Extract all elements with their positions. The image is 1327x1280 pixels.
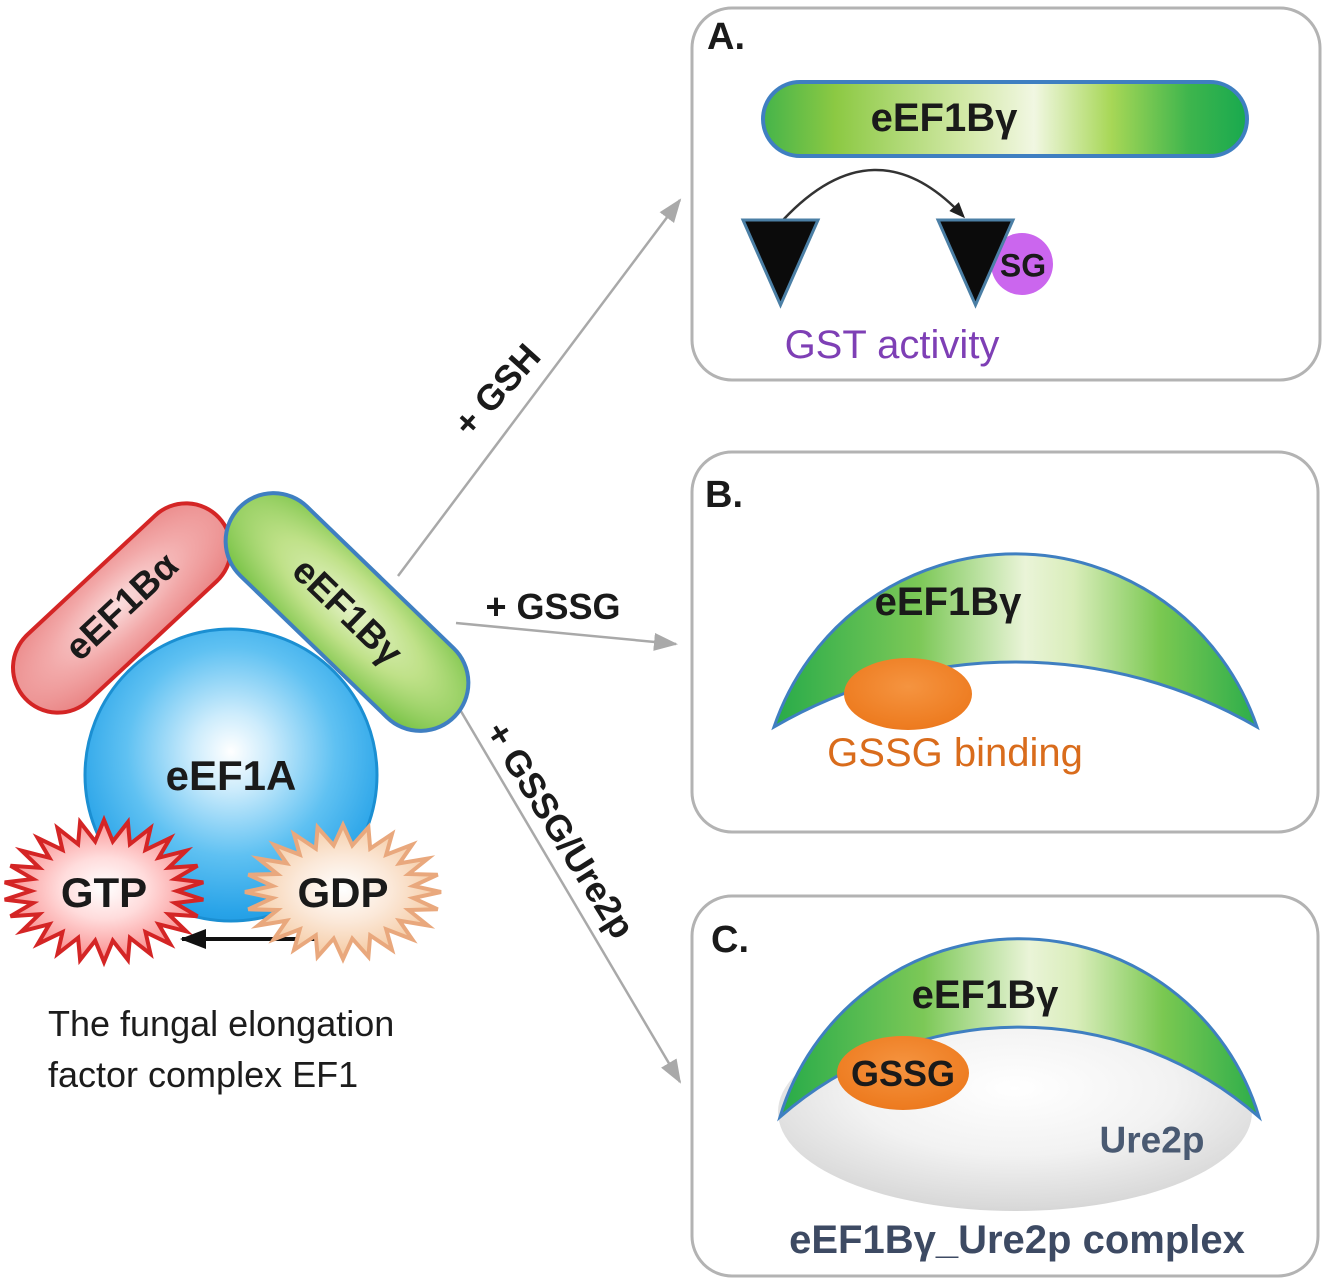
- eef1bg-pill-panel-a: [761, 80, 1249, 158]
- panel-c-crescent-label: eEF1Bγ: [911, 973, 1059, 1017]
- sg-label: SG: [999, 247, 1047, 284]
- substrate-triangle-left: [740, 218, 821, 309]
- eef1ba-pill: [11, 501, 233, 715]
- panel-a-label: A.: [707, 16, 745, 59]
- gssg-c-label: GSSG: [850, 1053, 956, 1095]
- gssg-ellipse-panel-b: [844, 658, 972, 730]
- panel-a-pill-label: eEF1Bγ: [870, 96, 1018, 140]
- figure-caption: The fungal elongation factor complex EF1: [48, 998, 394, 1100]
- gdp-label: GDP: [297, 868, 389, 916]
- panel-c-label: C.: [711, 919, 749, 962]
- gtp-label: GTP: [60, 868, 148, 916]
- sg-circle: [991, 233, 1053, 295]
- panel-b-label: B.: [705, 474, 743, 517]
- figure-caption-line1: The fungal elongation: [48, 1003, 395, 1044]
- ure2p-label: Ure2p: [1099, 1119, 1205, 1161]
- gssg-arrow: [455, 621, 678, 651]
- panel-b-crescent-label: eEF1Bγ: [874, 580, 1022, 624]
- complex-caption: eEF1Bγ_Ure2p complex: [789, 1218, 1245, 1262]
- eef1a-label: eEF1A: [165, 751, 297, 799]
- eef1bg-pill-left: [223, 491, 471, 733]
- gssg-ellipse-panel-c: [837, 1036, 969, 1110]
- gssg-arrow-label: + GSSG: [485, 586, 621, 628]
- eef1bg-crescent-panel-b: [771, 552, 1260, 731]
- gssg-binding-label: GSSG binding: [827, 731, 1083, 775]
- figure-caption-line2: factor complex EF1: [48, 1054, 359, 1096]
- gst-activity-label: GST activity: [784, 323, 1000, 367]
- eef1bg-crescent-panel-c: [777, 937, 1262, 1122]
- substrate-triangle-right: [935, 218, 1016, 309]
- transfer-curved-arrow: [782, 168, 966, 221]
- gsh-arrow: [397, 198, 682, 577]
- gtp-starburst: [4, 814, 204, 968]
- gssg-ure2p-arrow: [447, 690, 682, 1084]
- gdp-starburst: [244, 820, 442, 964]
